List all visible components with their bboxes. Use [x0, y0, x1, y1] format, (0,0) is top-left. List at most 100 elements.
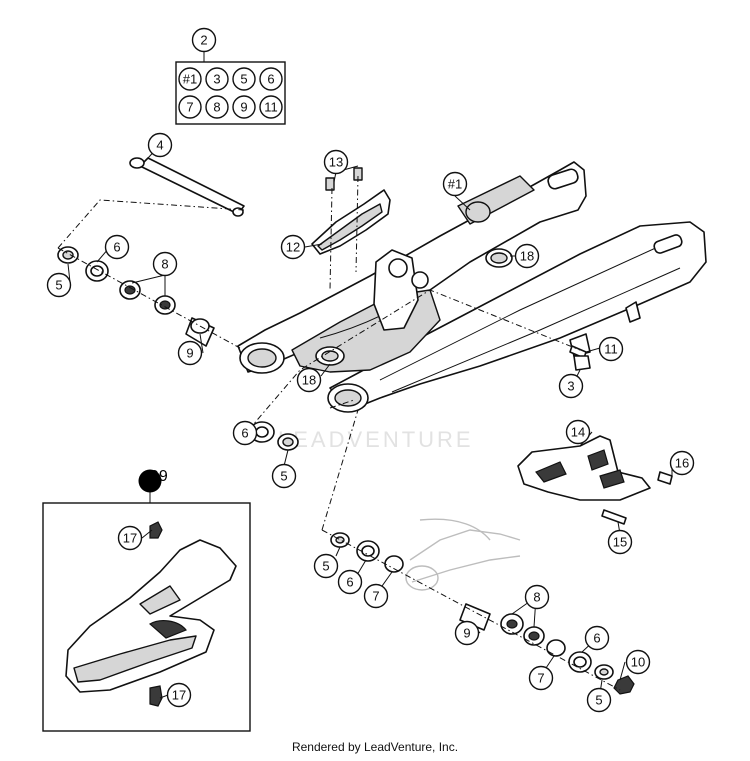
callout-c3-label: 3 — [567, 379, 574, 394]
inset-group: 99 — [42, 468, 251, 732]
pivot-bolt-part — [129, 157, 245, 217]
callout-c5c-label: 5 — [322, 559, 329, 574]
callout-c18b: 18 — [296, 367, 322, 393]
inset-header-callout-circle — [138, 469, 162, 493]
callout-c15-label: 15 — [613, 535, 627, 550]
callout-c13-circle — [323, 149, 349, 175]
callout-c8b: 8 — [524, 584, 550, 610]
reference-ghost — [405, 518, 521, 591]
callout-c17b: 17 — [166, 682, 192, 708]
callout-c11-circle — [598, 336, 624, 362]
watermark-text: LEADVENTURE — [278, 427, 474, 452]
kit-item-1-circle — [205, 67, 229, 91]
kit-item-4: 7 — [178, 95, 202, 119]
callout-c1-label: #1 — [448, 177, 462, 192]
inset-header-callout: 99 — [138, 468, 168, 493]
kit-header-callout-label: 2 — [200, 33, 207, 48]
callout-c18a: 18 — [514, 243, 540, 269]
callout-c14-label: 14 — [571, 425, 585, 440]
callout-c7b-label: 7 — [537, 671, 544, 686]
callout-c7b: 7 — [528, 665, 554, 691]
callout-c6c: 6 — [337, 569, 363, 595]
callout-c5c-circle — [313, 553, 339, 579]
callout-c5a-circle — [46, 272, 72, 298]
footer-credit: Rendered by LeadVenture, Inc. — [291, 740, 459, 754]
callout-c8b-circle — [524, 584, 550, 610]
chain-guide-part — [517, 435, 673, 525]
kit-item-7-circle — [259, 95, 283, 119]
callout-c6b: 6 — [232, 420, 258, 446]
callout-c8a-label: 8 — [161, 257, 168, 272]
kit-item-6-label: 9 — [240, 100, 247, 115]
callout-c10-label: 10 — [631, 655, 645, 670]
callout-c8b-label: 8 — [533, 590, 540, 605]
kit-item-0: #1 — [178, 67, 202, 91]
callout-c13-label: 13 — [329, 155, 343, 170]
callout-c11-label: 11 — [604, 342, 618, 357]
callout-c6a-label: 6 — [113, 240, 120, 255]
kit-item-7-label: 11 — [264, 100, 278, 115]
callout-c17b-circle — [166, 682, 192, 708]
callout-c5a-label: 5 — [55, 278, 62, 293]
callout-c5d: 5 — [586, 687, 612, 713]
callout-c6c-label: 6 — [346, 575, 353, 590]
callout-c14: 14 — [565, 419, 591, 445]
kit-item-2: 5 — [232, 67, 256, 91]
callout-c18a-label: 18 — [520, 249, 534, 264]
callout-c15: 15 — [607, 529, 633, 555]
kit-item-4-label: 7 — [186, 100, 193, 115]
callout-c5b: 5 — [271, 463, 297, 489]
callout-c10: 10 — [625, 649, 651, 675]
callout-c6b-circle — [232, 420, 258, 446]
right-bearing-stack — [330, 532, 635, 695]
kit-item-6: 9 — [232, 95, 256, 119]
callout-c5d-label: 5 — [595, 693, 602, 708]
kit-item-6-circle — [232, 95, 256, 119]
callout-c12: 12 — [280, 234, 306, 260]
callout-c5b-circle — [271, 463, 297, 489]
callout-c6a-circle — [104, 234, 130, 260]
callout-c4-circle — [147, 132, 173, 158]
callout-c5c: 5 — [313, 553, 339, 579]
kit-item-1-label: 3 — [213, 72, 220, 87]
callout-c9b-circle — [454, 620, 480, 646]
callout-c9b-label: 9 — [463, 626, 470, 641]
callout-c8a: 8 — [152, 251, 178, 277]
kit-item-2-circle — [232, 67, 256, 91]
callout-c6d-circle — [584, 625, 610, 651]
callout-c9b: 9 — [454, 620, 480, 646]
callout-c6a: 6 — [104, 234, 130, 260]
kit-item-7: 11 — [259, 95, 283, 119]
inset-header-callout-label: 99 — [150, 468, 168, 485]
callout-c12-label: 12 — [286, 240, 300, 255]
callout-c3: 3 — [558, 373, 584, 399]
callout-c18b-circle — [296, 367, 322, 393]
callout-c10-circle — [625, 649, 651, 675]
callout-c1-circle — [442, 171, 468, 197]
kit-item-0-circle — [178, 67, 202, 91]
kit-item-5-label: 8 — [213, 100, 220, 115]
kit-item-5-circle — [205, 95, 229, 119]
kit-header-callout: 2 — [191, 27, 217, 53]
callout-c14-circle — [565, 419, 591, 445]
callout-c5a: 5 — [46, 272, 72, 298]
callout-c5d-circle — [586, 687, 612, 713]
callout-c6d-label: 6 — [593, 631, 600, 646]
callout-c17b-label: 17 — [172, 688, 186, 703]
callout-c9a-label: 9 — [186, 346, 193, 361]
callout-c3-circle — [558, 373, 584, 399]
chain-slider-part — [311, 167, 391, 255]
callout-c16-circle — [669, 450, 695, 476]
bolt-nut-parts — [569, 345, 591, 371]
kit-item-3-label: 6 — [267, 72, 274, 87]
callout-c18b-label: 18 — [302, 373, 316, 388]
kit-header-callout-circle — [191, 27, 217, 53]
callout-c6c-circle — [337, 569, 363, 595]
left-bearing-stack — [57, 246, 215, 347]
callout-c12-circle — [280, 234, 306, 260]
kit-item-0-label: #1 — [183, 72, 197, 87]
callout-c16: 16 — [669, 450, 695, 476]
